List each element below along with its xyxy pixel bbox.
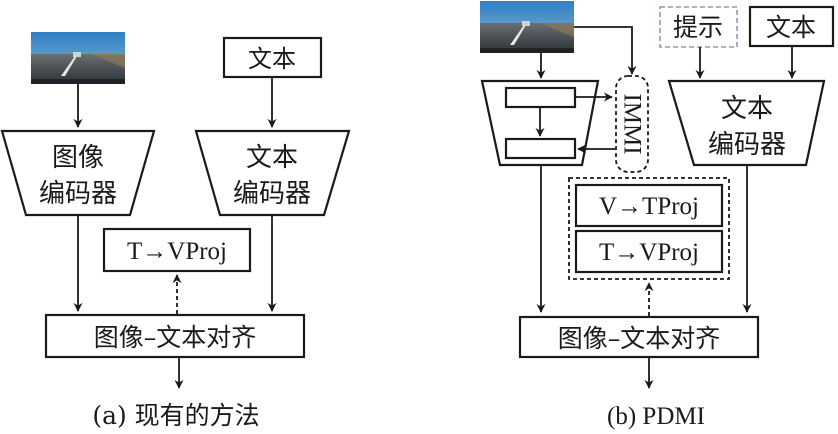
prompt-input-box [659,6,738,48]
text-encoder-label-1-a: 文本 [246,143,298,173]
panel-b: IMMI 提示 文本 文本 编码器 V→TProj T→VProj 图像–文本对… [480,1,835,430]
road-image-a [31,32,125,84]
encoder-layer-1 [504,86,577,109]
projection-box-a [102,227,252,273]
alignment-box-b [518,315,760,359]
caption-a: (a) 现有的方法 [92,401,259,430]
road-image-b [480,1,574,53]
prompt-input-label: 提示 [673,13,723,42]
text-encoder-label-2-b: 编码器 [708,130,786,160]
alignment-box-a [44,313,306,359]
alignment-label-b: 图像–文本对齐 [558,324,721,353]
text-input-label-a: 文本 [248,45,296,73]
text-encoder-a [194,129,351,217]
text-encoder-label-2-a: 编码器 [233,179,311,209]
panel-a: 文本 图像 编码器 文本 编码器 T→VProj 图像–文本对齐 (a) 现有的… [0,32,351,430]
alignment-label-a: 图像–文本对齐 [94,323,257,352]
projection-box-v2t [574,183,724,228]
encoder-layer-2 [504,137,577,160]
projection-label-a: T→VProj [127,238,227,265]
text-input-box-a [222,36,323,79]
immi-module [615,75,649,173]
projection-box-t2v [574,229,724,274]
text-encoder-label-1-b: 文本 [721,94,773,124]
text-input-label-b: 文本 [766,13,816,42]
immi-label: IMMI [619,93,646,154]
projection-label-t2v: T→VProj [599,239,699,266]
text-input-box-b [748,5,835,48]
text-encoder-b [667,79,826,167]
caption-b: (b) PDMI [607,403,705,430]
image-encoder-a [0,129,156,217]
image-encoder-label-1-a: 图像 [52,143,104,173]
arrow-image-to-immi [574,26,637,75]
projection-label-v2t: V→TProj [599,193,699,220]
image-encoder-label-2-a: 编码器 [39,179,117,209]
